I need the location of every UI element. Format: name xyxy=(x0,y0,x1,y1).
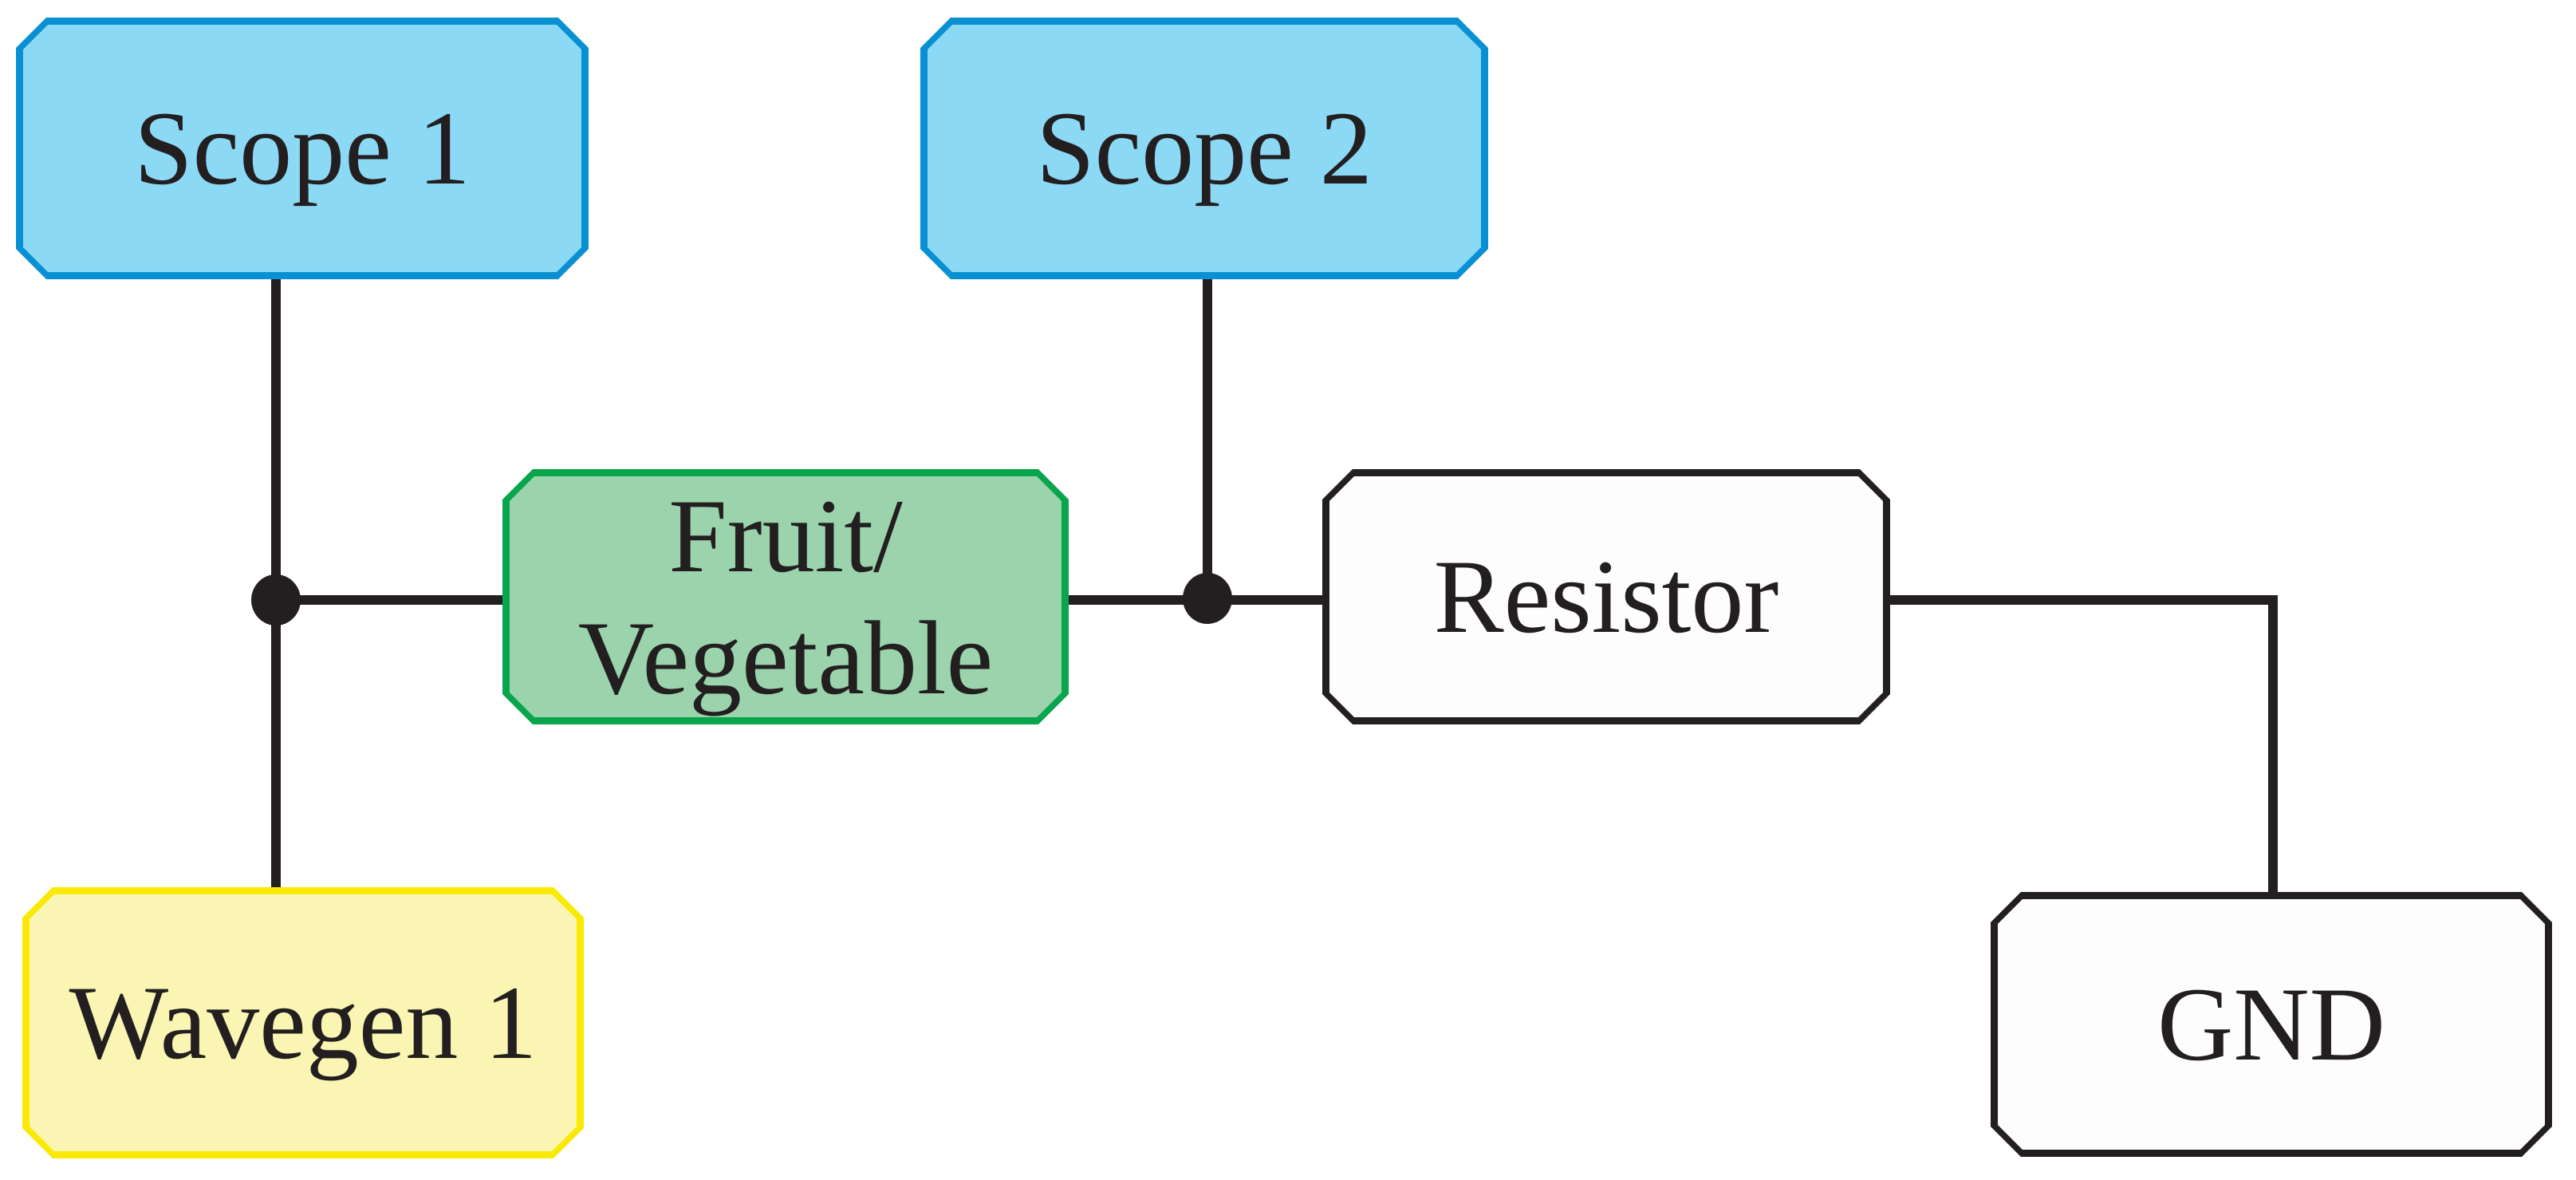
scope-2-node: Scope 2 xyxy=(920,18,1488,279)
fruit-vegetable-node: Fruit/ Vegetable xyxy=(502,469,1069,724)
wire-junction-left-to-fruit-vegetable xyxy=(276,595,509,605)
fruit-vegetable-label: Fruit/ Vegetable xyxy=(577,476,994,716)
wavegen-1-fill xyxy=(30,894,577,1151)
resistor-fill xyxy=(1329,476,1883,717)
wavegen-1-label: Wavegen 1 xyxy=(69,964,538,1082)
fruit-vegetable-fill xyxy=(510,476,1062,717)
gnd-label: GND xyxy=(2157,965,2385,1083)
wire-scope2-to-junction-right xyxy=(1203,274,1212,605)
scope-1-fill xyxy=(23,25,581,272)
gnd-fill xyxy=(1998,899,2545,1150)
junction-dot-right xyxy=(1183,573,1232,624)
junction-dot-left xyxy=(251,574,301,626)
scope-1-label: Scope 1 xyxy=(134,89,471,207)
gnd-node: GND xyxy=(1991,892,2552,1157)
scope-2-fill xyxy=(928,25,1481,272)
resistor-label: Resistor xyxy=(1433,538,1779,656)
wavegen-1-node: Wavegen 1 xyxy=(22,887,584,1158)
scope-1-node: Scope 1 xyxy=(16,18,589,279)
resistor-node: Resistor xyxy=(1322,469,1890,724)
wire-resistor-to-elbow xyxy=(1882,595,2278,605)
scope-2-label: Scope 2 xyxy=(1036,89,1373,207)
wire-elbow-to-gnd xyxy=(2268,595,2278,897)
